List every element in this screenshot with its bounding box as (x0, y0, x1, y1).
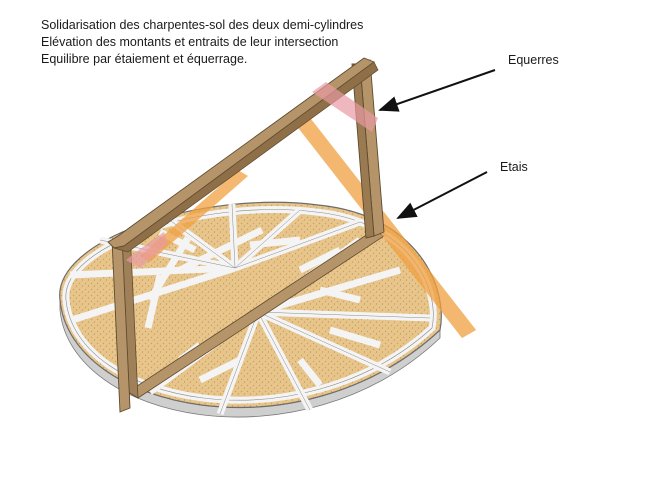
joists-half-2 (147, 237, 431, 416)
caption: Solidarisation des charpentes-sol des de… (41, 17, 363, 68)
label-etais: Etais (500, 160, 528, 174)
equerres-braces (126, 82, 378, 268)
caption-line-2: Elévation des montants et entraits de le… (41, 35, 339, 49)
caption-line-3: Equilibre par étaiement et équerrage. (41, 52, 248, 66)
pointer-arrows (378, 69, 496, 219)
entrait-beam (107, 57, 379, 253)
caption-line-1: Solidarisation des charpentes-sol des de… (41, 18, 364, 32)
etais-props (140, 110, 476, 338)
joists-half-1 (69, 203, 362, 356)
label-equerres: Equerres (508, 53, 559, 67)
